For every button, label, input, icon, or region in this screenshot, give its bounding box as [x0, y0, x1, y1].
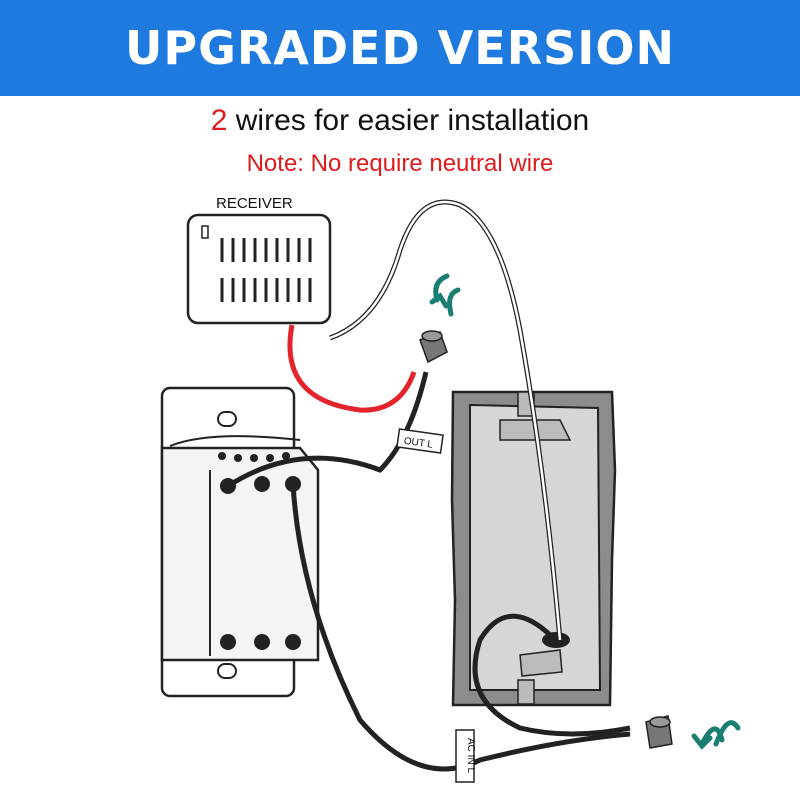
receiver-module	[186, 213, 332, 325]
subtitle: 2 wires for easier installation	[0, 104, 800, 138]
subtitle-text: wires for easier installation	[227, 104, 590, 137]
twist-arrow-icon	[691, 720, 741, 750]
receiver-label: RECEIVER	[216, 195, 293, 212]
ac-in-l-label: AC IN L	[465, 738, 476, 773]
out-l-tag: OUT L	[396, 428, 444, 454]
twist-arrow-icon	[429, 273, 461, 317]
wire-nut-icon	[645, 715, 673, 749]
out-l-label: OUT L	[403, 436, 434, 451]
wire-nut-icon	[419, 330, 448, 364]
ac-in-l-tag: AC IN L	[455, 729, 476, 783]
header-banner: UPGRADED VERSION	[0, 0, 800, 96]
subtitle-count: 2	[210, 104, 228, 137]
note-text: Note: No require neutral wire	[246, 150, 554, 177]
wall-switch	[160, 386, 320, 698]
page-title: UPGRADED VERSION	[125, 21, 675, 75]
